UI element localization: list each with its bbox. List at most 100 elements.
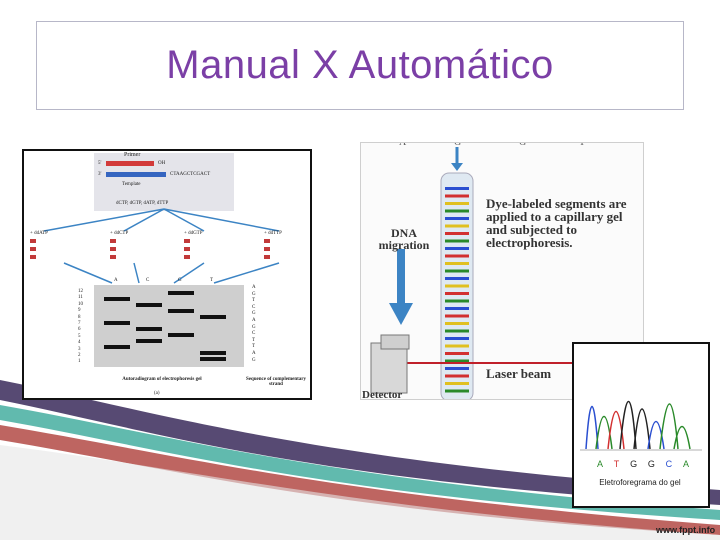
- lane-t: T: [210, 278, 214, 283]
- dye-band: [445, 322, 469, 325]
- detector-text: Detector: [362, 389, 403, 401]
- lane-g: G: [178, 278, 182, 283]
- ddgtp-label: + ddGTP: [184, 231, 203, 236]
- dye-band: [445, 329, 469, 333]
- ladder-number: 6: [78, 327, 81, 333]
- dye-band: [445, 359, 469, 363]
- manual-sequencing-figure: Primer 5' 3' OH CTAAGCTCGACT Template dC…: [22, 149, 312, 400]
- dye-band: [445, 352, 469, 355]
- capillary-diagram: [370, 147, 643, 399]
- electropherogram-caption: Eletroforegrama do gel: [599, 478, 681, 487]
- ddttp-label: + ddTTP: [264, 231, 282, 236]
- primer-label: Primer: [124, 152, 141, 158]
- dye-band: [445, 209, 469, 213]
- dye-band: [445, 247, 469, 250]
- five-prime-label: 5': [98, 161, 102, 166]
- dye-segments-text: Dye-labeled segments are applied to a ca…: [486, 196, 627, 250]
- sequence-letter: A: [252, 350, 256, 356]
- ddctp-label: + ddCTP: [110, 231, 129, 236]
- primer-strand: [106, 161, 154, 166]
- dye-band: [445, 262, 469, 265]
- ddatp-label: + ddATP: [30, 231, 48, 236]
- migration-arrow-head: [389, 303, 413, 325]
- dye-band: [445, 224, 469, 228]
- sequence-letter: C: [252, 304, 256, 310]
- base-call-letter: A: [682, 459, 689, 469]
- dye-band: [445, 382, 469, 385]
- dna-migration-text: DNA migration: [378, 226, 430, 252]
- dye-band: [445, 344, 469, 348]
- dye-band: [445, 277, 469, 280]
- top-letter-a: A: [399, 142, 407, 148]
- template-label: Template: [122, 182, 141, 187]
- sequence-letter: T: [252, 344, 256, 350]
- detector-box: [370, 342, 408, 394]
- oh-label: OH: [158, 161, 166, 166]
- ladder-number: 8: [78, 314, 81, 320]
- laser-beam-text: Laser beam: [486, 366, 552, 381]
- dye-band: [445, 374, 469, 378]
- autoradiogram-caption: Autoradiogram of electrophoresis gel: [122, 377, 202, 382]
- ladder-number: 12: [78, 289, 83, 294]
- migration-arrow-shaft: [397, 249, 405, 303]
- nucleotides-label: dCTP, dGTP, dATP, dTTP: [116, 201, 169, 206]
- source-url: www.fppt.info: [656, 525, 716, 535]
- sequence-letter: C: [252, 331, 256, 337]
- dye-band: [445, 337, 469, 340]
- sequence-letter: G: [252, 311, 256, 317]
- slide-title-box: Manual X Automático: [36, 21, 684, 110]
- manual-sequencing-diagram: [30, 153, 280, 367]
- sequence-letter: T: [252, 298, 256, 304]
- dye-band: [445, 299, 469, 303]
- ladder-number: 2: [78, 353, 81, 359]
- slide-title: Manual X Automático: [166, 43, 554, 87]
- panel-label: (a): [154, 391, 160, 396]
- ladder-number: 1: [78, 359, 81, 365]
- sequence-letter: T: [252, 337, 256, 343]
- dye-band: [445, 292, 469, 295]
- electropherogram-inset: [572, 342, 710, 508]
- dye-band: [445, 194, 469, 198]
- ladder-number: 7: [78, 321, 81, 327]
- sequence-caption: Sequence of complementary strand: [246, 377, 306, 387]
- lane-c: C: [146, 278, 150, 283]
- dye-band: [445, 217, 469, 220]
- template-sequence: CTAAGCTCGACT: [170, 172, 211, 177]
- ladder-number: 9: [78, 308, 81, 314]
- top-letter-g2: G: [519, 142, 527, 148]
- sequence-letter: G: [252, 324, 256, 330]
- ladder-number: 11: [78, 295, 83, 301]
- dye-band: [445, 239, 469, 243]
- template-strand: [106, 172, 166, 177]
- ladder-number: 3: [78, 346, 81, 352]
- top-letter-g1: G: [454, 142, 462, 148]
- dye-band: [445, 254, 469, 258]
- base-call-letter: C: [665, 459, 673, 469]
- base-call-letter: G: [647, 459, 655, 469]
- top-letter-t: T: [579, 142, 586, 148]
- dye-band: [445, 314, 469, 318]
- sequence-letter: A: [252, 317, 256, 323]
- dye-band: [445, 202, 469, 205]
- base-call-letter: A: [597, 459, 604, 469]
- ladder-number: 4: [78, 340, 81, 346]
- sequence-letter: G: [252, 291, 256, 297]
- ladder-number: 10: [78, 301, 83, 307]
- lane-a: A: [114, 278, 118, 283]
- three-prime-label: 3': [98, 172, 102, 177]
- electropherogram-peaks: [580, 400, 702, 451]
- dye-band: [445, 284, 469, 288]
- dye-band: [445, 232, 469, 235]
- dye-band: [445, 269, 469, 273]
- base-call-letter: T: [613, 459, 620, 469]
- dye-band: [445, 389, 469, 393]
- dye-band: [445, 307, 469, 310]
- sequence-letter: G: [252, 357, 256, 363]
- base-call-letter: G: [630, 459, 638, 469]
- dye-band: [445, 367, 469, 370]
- sequence-letter: A: [252, 285, 256, 290]
- dye-band: [445, 187, 469, 190]
